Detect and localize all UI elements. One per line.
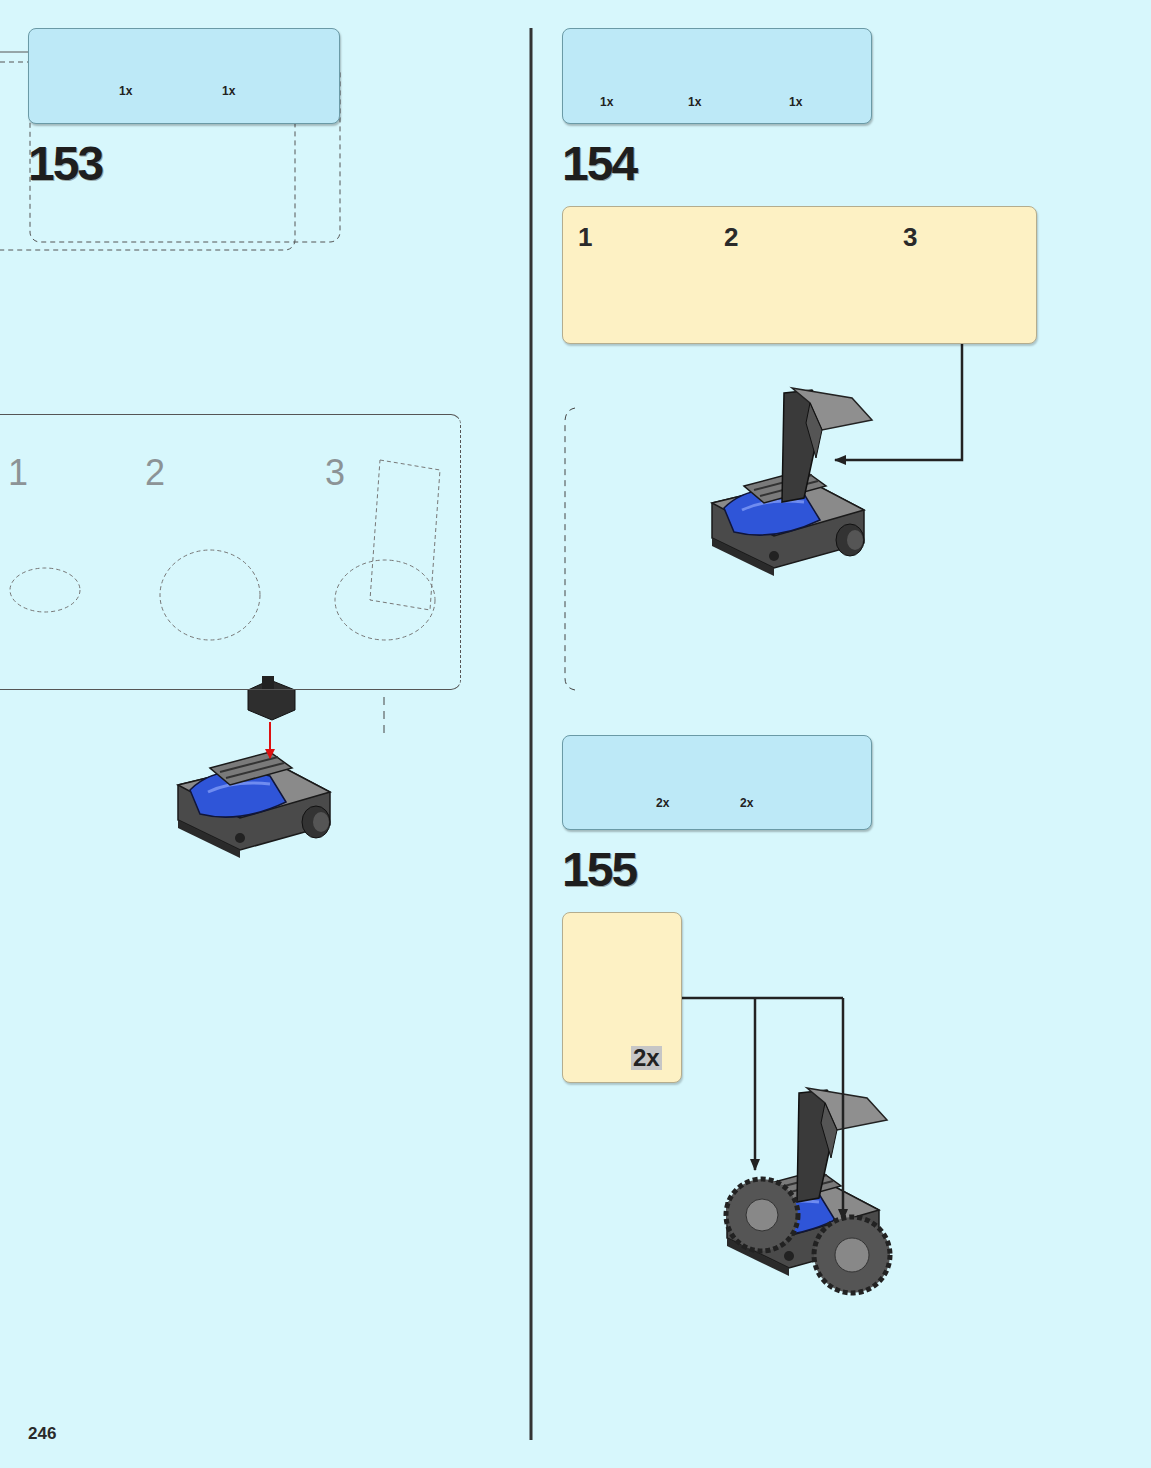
- quantity: 2x: [656, 797, 669, 809]
- step-number: 155: [562, 846, 636, 894]
- quantity: 1x: [688, 96, 701, 108]
- quantity: 1x: [789, 96, 802, 108]
- substep-number: 2: [724, 224, 738, 250]
- ghost-substep-box: 1 2 3: [0, 414, 461, 690]
- substep-number: 3: [325, 455, 345, 491]
- step-number: 153: [28, 140, 102, 188]
- substep-number: 3: [903, 224, 917, 250]
- parts-callout: 1x 1x 1x: [562, 28, 872, 124]
- parts-callout: 2x 2x: [562, 735, 872, 830]
- substep-number: 2: [145, 455, 165, 491]
- substep-box: 2x: [562, 912, 682, 1083]
- step-number: 154: [562, 140, 636, 188]
- parts-callout: 1x 1x: [28, 28, 340, 124]
- quantity: 1x: [600, 96, 613, 108]
- substep-number: 1: [8, 455, 28, 491]
- substep-box: 1 2 3: [562, 206, 1037, 344]
- substep-number: 1: [578, 224, 592, 250]
- quantity: 1x: [119, 85, 132, 97]
- quantity: 1x: [222, 85, 235, 97]
- page-number: 246: [28, 1425, 56, 1442]
- quantity: 2x: [740, 797, 753, 809]
- multiplier: 2x: [631, 1046, 662, 1070]
